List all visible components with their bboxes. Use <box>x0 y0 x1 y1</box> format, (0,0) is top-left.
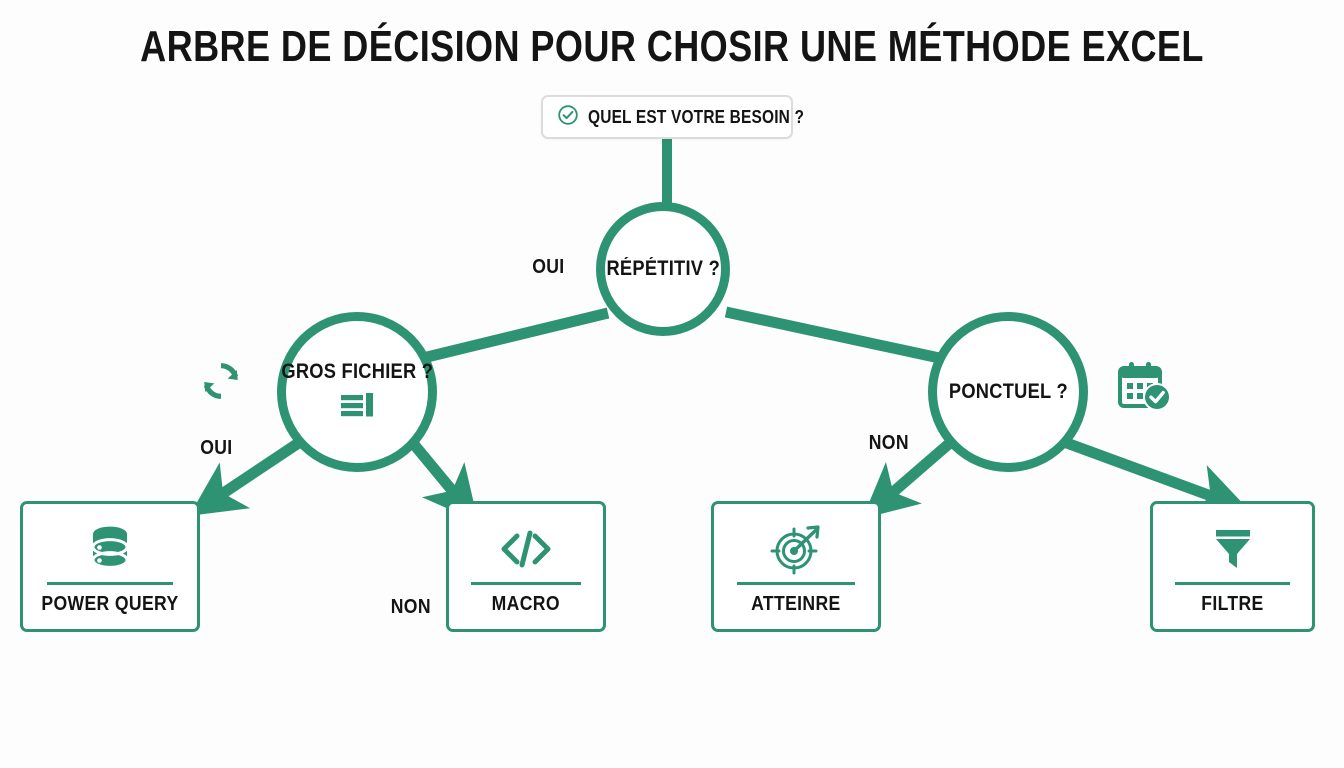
bar-list-icon <box>337 390 377 425</box>
edge-gros-to-powerquery <box>189 437 304 516</box>
edge-label-repetitiv-oui: OUI <box>532 256 565 278</box>
root-question-label: QUEL EST VOTRE BESOIN ? <box>588 106 805 127</box>
leaf-atteinre-label: ATTEINRE <box>751 593 841 615</box>
edge-label-gros-non: NON <box>390 596 431 618</box>
node-ponctuel[interactable]: PONCTUEL ? <box>928 312 1088 472</box>
database-icon <box>86 520 134 578</box>
leaf-filtre-label: FILTRE <box>1201 593 1264 615</box>
node-ponctuel-label: PONCTUEL ? <box>948 380 1068 403</box>
leaf-macro-label: MACRO <box>491 593 561 615</box>
edge-label-ponctuel-non: NON <box>868 432 909 454</box>
edge-ponctuel-to-atteinre <box>862 437 955 519</box>
root-question-box[interactable]: QUEL EST VOTRE BESOIN ? <box>541 95 804 139</box>
edge-label-gros-oui: OUI <box>200 437 233 459</box>
leaf-atteinre[interactable]: ATTEINRE <box>711 501 881 632</box>
edge-repetitiv-to-ponctuel <box>724 306 946 365</box>
leaf-divider <box>736 582 856 585</box>
leaf-divider <box>1175 582 1290 585</box>
node-repetitiv[interactable]: RÉPÉTITIV ? <box>596 202 730 336</box>
node-repetitiv-label: RÉPÉTITIV ? <box>606 257 720 280</box>
leaf-power-query[interactable]: POWER QUERY <box>20 501 200 632</box>
edge-gros-to-macro <box>407 438 479 523</box>
edge-ponctuel-to-filtre <box>1062 436 1249 517</box>
page-title: ARBRE DE DÉCISION POUR CHOSIR UNE MÉTHOD… <box>140 22 1204 71</box>
funnel-icon <box>1208 520 1258 578</box>
leaf-divider <box>47 582 173 585</box>
node-gros-fichier[interactable]: GROS FICHIER ? <box>277 312 437 472</box>
target-arrow-icon <box>770 520 822 578</box>
edge-repetitiv-to-gros <box>421 307 610 364</box>
leaf-divider <box>470 582 582 585</box>
sync-arrows-icon <box>198 358 244 409</box>
calendar-check-icon <box>1116 360 1174 419</box>
node-gros-fichier-label: GROS FICHIER ? <box>281 359 433 383</box>
code-icon <box>497 520 555 578</box>
leaf-macro[interactable]: MACRO <box>446 501 606 632</box>
leaf-power-query-label: POWER QUERY <box>41 593 179 615</box>
leaf-filtre[interactable]: FILTRE <box>1150 501 1315 632</box>
check-circle-icon <box>557 104 579 131</box>
